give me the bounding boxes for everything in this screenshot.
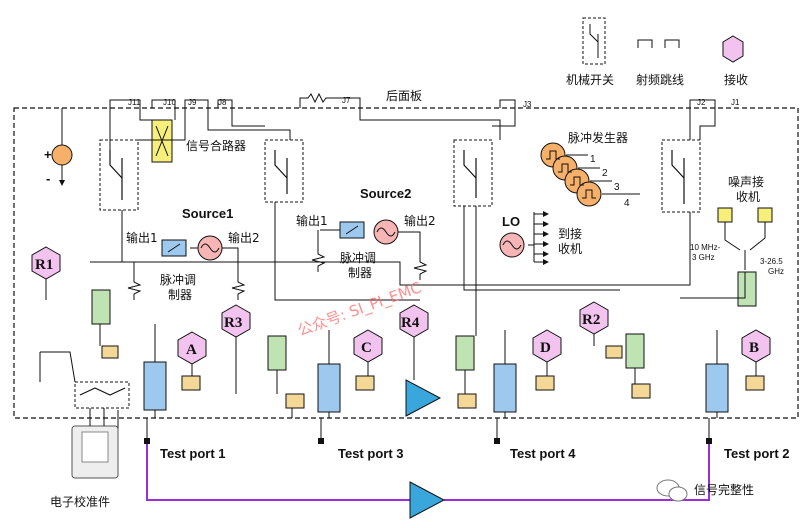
test-port-3-label: Test port 3 <box>338 446 404 461</box>
bridges <box>143 361 729 413</box>
receiver-r2: R2 <box>579 301 609 346</box>
svg-text:1: 1 <box>590 154 596 165</box>
wiring <box>39 97 746 418</box>
svg-text:J9: J9 <box>188 98 197 107</box>
svg-text:J8: J8 <box>218 98 227 107</box>
rear-panel-outline <box>13 107 799 419</box>
noise-detector-low-icon <box>717 207 733 223</box>
minus-sign: - <box>46 171 50 186</box>
receiver-r4: R4 <box>399 304 429 380</box>
receiver-d: D <box>532 329 562 376</box>
receiver-b: B <box>741 329 771 376</box>
svg-text:C: C <box>361 340 372 356</box>
receiver-r1: R1 <box>31 246 61 300</box>
legend-switch-label: 机械开关 <box>566 72 614 87</box>
brand-text: 信号完整性 <box>694 482 754 497</box>
svg-text:R1: R1 <box>35 257 53 273</box>
svg-text:A: A <box>186 342 197 358</box>
jumper-labels: J11 J10 J9 J8 J7 J3 J2 J1 <box>128 96 740 109</box>
source2-out2: 输出2 <box>404 213 436 228</box>
svg-text:J11: J11 <box>128 98 141 107</box>
lo-to-receiver-label: 到接收机 <box>558 226 582 256</box>
svg-text:R2: R2 <box>582 312 600 328</box>
svg-text:3: 3 <box>614 182 620 193</box>
switch-contacts <box>79 150 685 396</box>
svg-text:J7: J7 <box>342 96 351 105</box>
legend-jumper-label: 射频跳线 <box>636 72 684 87</box>
svg-text:J3: J3 <box>523 100 532 109</box>
svg-text:4: 4 <box>624 198 630 209</box>
legend-receiver-icon <box>722 35 744 63</box>
plus-sign: + <box>44 147 52 162</box>
pulse-generator-title: 脉冲发生器 <box>568 130 628 145</box>
source1-out2: 输出2 <box>228 230 260 245</box>
source1-title: Source1 <box>182 206 233 221</box>
svg-text:R3: R3 <box>224 315 242 331</box>
pulse-generator-icons <box>540 142 602 207</box>
source2-out1: 输出1 <box>296 213 328 228</box>
lo-label: LO <box>502 214 520 229</box>
receiver-c: C <box>353 329 383 376</box>
lo-distribution-arrows <box>528 211 549 265</box>
receivers: R1 A R3 C R4 D R2 <box>31 246 771 394</box>
svg-text:R4: R4 <box>401 315 420 331</box>
jumper-brackets <box>109 99 716 108</box>
svg-text:B: B <box>749 340 759 356</box>
legend: 机械开关 射频跳线 接收 <box>566 17 748 87</box>
test-port-2-label: Test port 2 <box>724 446 790 461</box>
couplers <box>91 271 757 371</box>
mechanical-switches <box>74 139 701 409</box>
legend-receiver-label: 接收 <box>724 72 748 87</box>
brand: 信号完整性 <box>656 479 754 502</box>
source1-out1: 输出1 <box>126 230 158 245</box>
j7-load-resistor <box>299 92 335 108</box>
band-low-label: 10 MHz-3 GHz <box>690 243 721 262</box>
reference-loads <box>117 230 428 430</box>
attenuators <box>101 345 765 409</box>
svg-text:J2: J2 <box>697 98 706 107</box>
internal-amplifier-icon <box>405 379 442 417</box>
receiver-r3: R3 <box>221 304 251 394</box>
test-port-4-label: Test port 4 <box>510 446 576 461</box>
legend-switch-icon <box>582 17 606 65</box>
test-ports: Test port 1 Test port 3 Test port 4 Test… <box>144 418 790 461</box>
receiver-a: A <box>177 331 207 376</box>
source2-title: Source2 <box>360 186 411 201</box>
noise-receiver-label: 噪声接收机 <box>728 174 764 204</box>
dc-source-icon <box>51 144 73 166</box>
legend-jumper-icon <box>637 39 680 48</box>
ecal-label: 电子校准件 <box>50 494 110 509</box>
svg-text:2: 2 <box>602 168 608 179</box>
pulse-modulator-2-label: 脉冲调制器 <box>340 250 376 280</box>
signal-combiner-label: 信号合路器 <box>186 138 246 153</box>
rear-panel-label: 后面板 <box>386 89 422 103</box>
noise-detector-high-icon <box>757 207 773 223</box>
svg-text:J1: J1 <box>731 98 740 107</box>
external-cable <box>146 444 710 501</box>
test-port-1-label: Test port 1 <box>160 446 226 461</box>
svg-text:D: D <box>540 340 551 356</box>
external-amplifier-icon <box>409 481 446 519</box>
pulse-modulator-1-label: 脉冲调制器 <box>160 272 196 302</box>
svg-text:J10: J10 <box>163 98 176 107</box>
